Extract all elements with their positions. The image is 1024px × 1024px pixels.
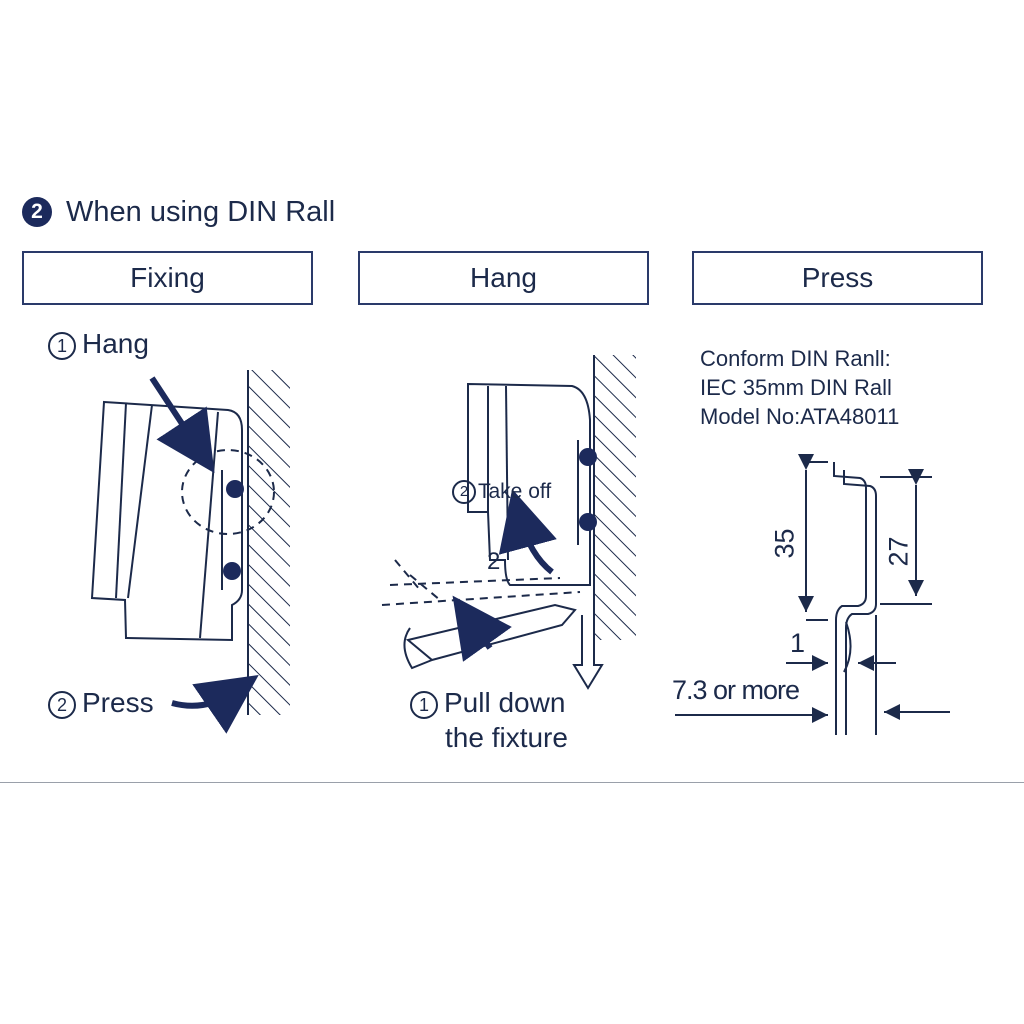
section-divider — [0, 782, 1024, 783]
section-number-badge: 2 — [22, 197, 52, 227]
spec-text: Conform DIN Ranll: IEC 35mm DIN Rall Mod… — [700, 344, 899, 431]
device-face-line — [115, 402, 127, 599]
device-face-line — [505, 385, 509, 561]
dim-label-1: 1 — [790, 628, 806, 658]
device-body — [467, 382, 591, 586]
rail-dot — [223, 562, 241, 580]
spec-line-3: Model No:ATA48011 — [700, 404, 900, 429]
wall-hatch — [248, 370, 290, 715]
hang-step1-text-line1: Pull down — [444, 687, 566, 718]
rail-profile-inner — [843, 470, 877, 735]
screwdriver-handle — [403, 627, 433, 670]
hang-step1-text-line2: the fixture — [445, 722, 568, 753]
dim-label-35: 35 — [769, 528, 800, 559]
wall-hatch — [594, 355, 636, 640]
fixing-step2-text: Press — [82, 687, 154, 718]
dim-label-27: 27 — [883, 536, 914, 567]
tab-press: Press — [692, 251, 983, 305]
hang-arrow — [149, 376, 215, 474]
device-face-line — [127, 404, 153, 599]
device-body — [90, 400, 243, 642]
section-title-text: When using DIN Rall — [66, 195, 336, 228]
tab-hang: Hang — [358, 251, 649, 305]
hang-step1-number: 1 — [410, 690, 438, 719]
press-arrow — [171, 674, 259, 734]
hang-illustration — [381, 355, 636, 690]
pull-down-arrow — [572, 615, 604, 690]
rail-profile — [833, 462, 867, 735]
take-off-arrow — [498, 489, 557, 575]
tab-fixing: Fixing — [22, 251, 313, 305]
rail-dot — [579, 448, 597, 466]
section-title: 2 When using DIN Rall — [22, 192, 335, 232]
rail-section-illustration — [675, 454, 950, 735]
fixing-step1-text: Hang — [82, 328, 149, 359]
break-line — [843, 621, 852, 673]
fixing-step2-number: 2 — [48, 690, 76, 719]
hang-step2-number: 2 — [452, 480, 476, 505]
fixing-step1-number: 1 — [48, 331, 76, 360]
screwdriver — [405, 603, 577, 662]
detail-circle — [181, 449, 275, 535]
hang-step2-text: Take off — [478, 480, 552, 503]
spec-line-2: IEC 35mm DIN Rall — [700, 375, 892, 400]
rail-dot — [226, 480, 244, 498]
fixing-illustration — [90, 370, 290, 734]
rail-dot — [579, 513, 597, 531]
spec-line-1: Conform DIN Ranll: — [700, 346, 891, 371]
dim-label-clearance: 7.3 or more — [672, 675, 800, 705]
pull-arrow — [452, 595, 512, 662]
hang-mark-2: 2 — [487, 548, 501, 575]
device-edge-line — [199, 411, 219, 639]
